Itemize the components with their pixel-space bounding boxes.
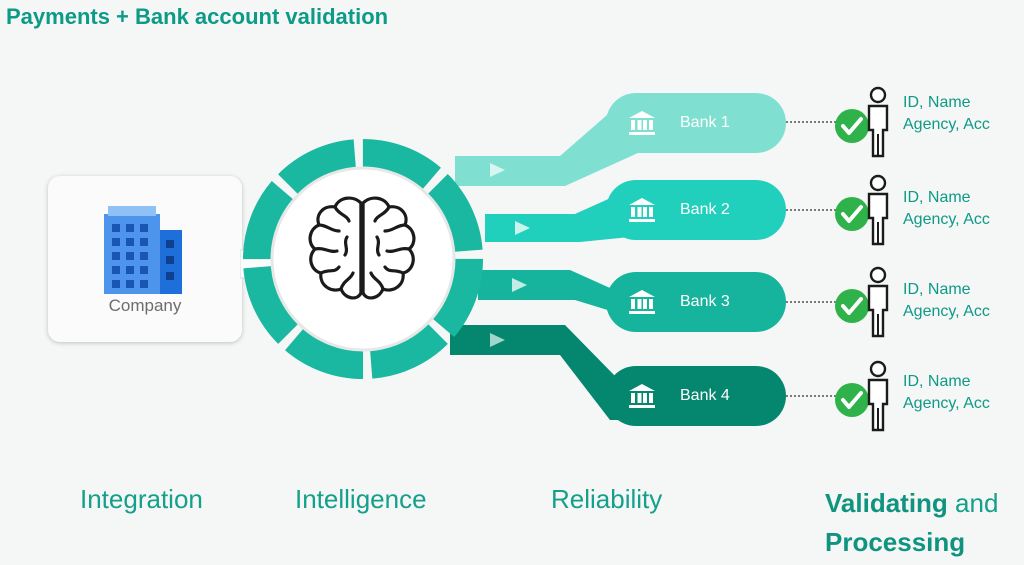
validating-text: Validating bbox=[825, 488, 948, 518]
person-icon bbox=[867, 174, 889, 246]
info-line-2: Agency, Acc bbox=[903, 116, 990, 133]
dotted-connector bbox=[786, 395, 836, 399]
bank-4-info: ID, Name Agency, Acc bbox=[903, 371, 990, 415]
bank-icon bbox=[629, 111, 655, 135]
company-label: Company bbox=[108, 296, 182, 315]
stream-bank-3 bbox=[478, 270, 640, 320]
person-icon bbox=[867, 86, 889, 158]
check-circle-icon bbox=[835, 109, 869, 143]
dotted-connector bbox=[786, 209, 836, 213]
info-line-1: ID, Name bbox=[903, 373, 971, 390]
stage-label-validating-processing: Validating and Processing bbox=[825, 484, 998, 562]
bank-icon bbox=[629, 290, 655, 314]
bank-2-info: ID, Name Agency, Acc bbox=[903, 187, 990, 231]
stage-label-reliability: Reliability bbox=[551, 484, 663, 514]
bank-icon bbox=[629, 384, 655, 408]
info-line-2: Agency, Acc bbox=[903, 395, 990, 412]
page-title: Payments + Bank account validation bbox=[6, 4, 389, 29]
bank-pill-2: Bank 2 bbox=[606, 180, 786, 240]
stream-bank-2 bbox=[485, 196, 640, 242]
bank-1-info: ID, Name Agency, Acc bbox=[903, 92, 990, 136]
company-card: Company bbox=[48, 176, 242, 342]
bank-label: Bank 2 bbox=[680, 201, 730, 218]
person-icon bbox=[867, 360, 889, 432]
dotted-connector bbox=[786, 121, 836, 125]
bank-label: Bank 1 bbox=[680, 114, 730, 131]
stream-bank-4 bbox=[450, 325, 640, 420]
stage-label-intelligence: Intelligence bbox=[295, 484, 427, 514]
bank-label: Bank 4 bbox=[680, 387, 730, 404]
processing-text: Processing bbox=[825, 527, 966, 557]
info-line-2: Agency, Acc bbox=[903, 211, 990, 228]
check-circle-icon bbox=[835, 383, 869, 417]
bank-label: Bank 3 bbox=[680, 293, 730, 310]
check-circle-icon bbox=[835, 289, 869, 323]
bank-pill-3: Bank 3 bbox=[606, 272, 786, 332]
dotted-connector bbox=[786, 301, 836, 305]
office-building-icon bbox=[104, 206, 182, 294]
person-icon bbox=[867, 266, 889, 338]
bank-pill-1: Bank 1 bbox=[606, 93, 786, 153]
info-line-1: ID, Name bbox=[903, 281, 971, 298]
and-text: and bbox=[955, 488, 999, 518]
stage-label-integration: Integration bbox=[80, 484, 203, 514]
info-line-1: ID, Name bbox=[903, 189, 971, 206]
info-line-1: ID, Name bbox=[903, 94, 971, 111]
info-line-2: Agency, Acc bbox=[903, 303, 990, 320]
bank-icon bbox=[629, 198, 655, 222]
bank-3-info: ID, Name Agency, Acc bbox=[903, 279, 990, 323]
check-circle-icon bbox=[835, 197, 869, 231]
bank-pill-4: Bank 4 bbox=[606, 366, 786, 426]
stream-bank-1 bbox=[455, 108, 640, 186]
brain-icon bbox=[308, 196, 416, 300]
